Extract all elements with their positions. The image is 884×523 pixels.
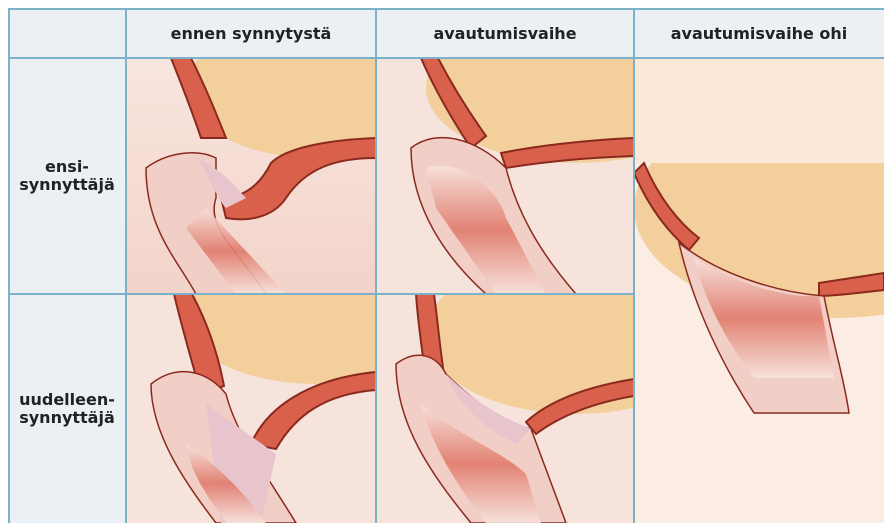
row-label-line: synnyttäjä xyxy=(19,409,115,427)
grid-line xyxy=(125,8,127,523)
column-title: avautumisvaihe xyxy=(433,24,576,43)
column-title: avautumisvaihe ohi xyxy=(671,24,848,43)
illustration-repeat-dilation xyxy=(376,294,634,523)
row-label-line: synnyttäjä xyxy=(19,176,115,194)
row-label-line: ensi- xyxy=(19,158,115,176)
grid-line xyxy=(375,8,377,523)
column-title: ennen synnytystä xyxy=(171,24,332,43)
grid-line xyxy=(8,57,884,59)
illustration-repeat-before xyxy=(126,294,376,523)
illustration-first-dilation xyxy=(376,58,634,294)
grid-line xyxy=(8,8,10,523)
grid-line xyxy=(8,293,634,295)
grid-line xyxy=(8,8,884,10)
row-label-repeat: uudelleen- synnyttäjä xyxy=(8,294,126,523)
illustration-first-before xyxy=(126,58,376,294)
row-label-line: uudelleen- xyxy=(19,391,115,409)
grid-line xyxy=(633,8,635,523)
header-corner xyxy=(8,8,126,58)
column-header-dilation-phase: avautumisvaihe xyxy=(376,8,634,58)
column-header-before-birth: ennen synnytystä xyxy=(126,8,376,58)
row-label-first-time: ensi- synnyttäjä xyxy=(8,58,126,294)
column-header-dilation-over: avautumisvaihe ohi xyxy=(634,8,884,58)
illustration-dilation-over xyxy=(634,58,884,523)
